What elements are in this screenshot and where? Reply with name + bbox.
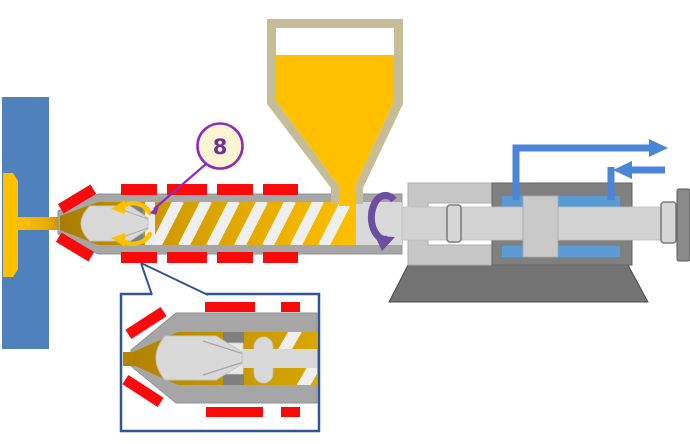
hydraulic-piston [522,195,559,258]
inset-seat-bottom [223,374,244,385]
inset-heater-band [281,407,300,417]
heater-band [121,252,157,263]
callout-balloon [196,122,244,170]
hydraulic-fluid-chambers [502,196,620,257]
check-ring-seat-top [126,202,143,213]
fluid-chamber [502,246,523,257]
hydraulic-pipes [512,144,665,200]
heater-band [263,252,298,263]
inset-facet-line [202,340,243,355]
pipe-outflow [512,144,650,200]
screw-rotation-arrow [367,191,397,251]
machine-base [388,264,649,303]
check-ring-seat-bottom [126,234,143,245]
fluid-chamber [557,196,620,207]
heater-bands [55,184,298,263]
heater-band [217,252,253,263]
inset-heater-band [122,374,164,408]
heater-band [167,184,207,195]
detail-inset [119,262,321,433]
rotation-arrowhead [375,236,395,251]
screw-tip-torpedo [80,205,149,242]
inset-screw-stem [242,349,317,368]
shaft-collar [660,201,677,244]
fluid-chamber [502,196,523,207]
callout-leader-line [153,163,207,210]
sprue-channel [17,217,63,230]
fluid-chamber [557,246,620,257]
inset-heater-band [125,306,167,340]
flow-arrowhead-top [111,200,125,214]
inset-pointer-edge [140,262,209,296]
screw-flights [150,202,352,245]
flow-arrowhead-bottom [111,233,125,247]
pipe-arrowheads [613,139,668,179]
inset-sprue-stub [123,352,134,366]
heater-band-nozzle-top [57,184,97,214]
callout-leader-arrowhead [150,203,160,215]
heater-band [263,184,298,195]
outflow-arrowhead [649,139,668,157]
end-cap [676,188,690,262]
inflow-arrowhead [613,161,632,179]
inset-heater-band [281,302,300,312]
inset-pointer-edge [140,262,153,296]
heater-band-nozzle-bottom [55,232,95,262]
shaft-collar [446,204,462,243]
heater-band [121,184,157,195]
inset-heater-band [205,302,255,312]
callout-8: 8 [150,122,244,215]
inset-heater-band [206,407,263,417]
check-ring [145,202,155,245]
inset-heater-bands [122,302,300,417]
inset-facet-line [202,361,243,376]
hopper [267,19,403,206]
drive-unit [388,139,690,303]
molded-part-cavity [3,173,18,277]
mold-unit [2,97,63,349]
barrel-assembly [57,193,403,255]
heater-band [217,184,253,195]
heater-band [167,252,207,263]
inset-seat-top [223,332,244,343]
callout-number: 8 [213,135,228,159]
melt-flow-arrowheads [111,200,125,247]
plastic-pellets [276,55,394,206]
